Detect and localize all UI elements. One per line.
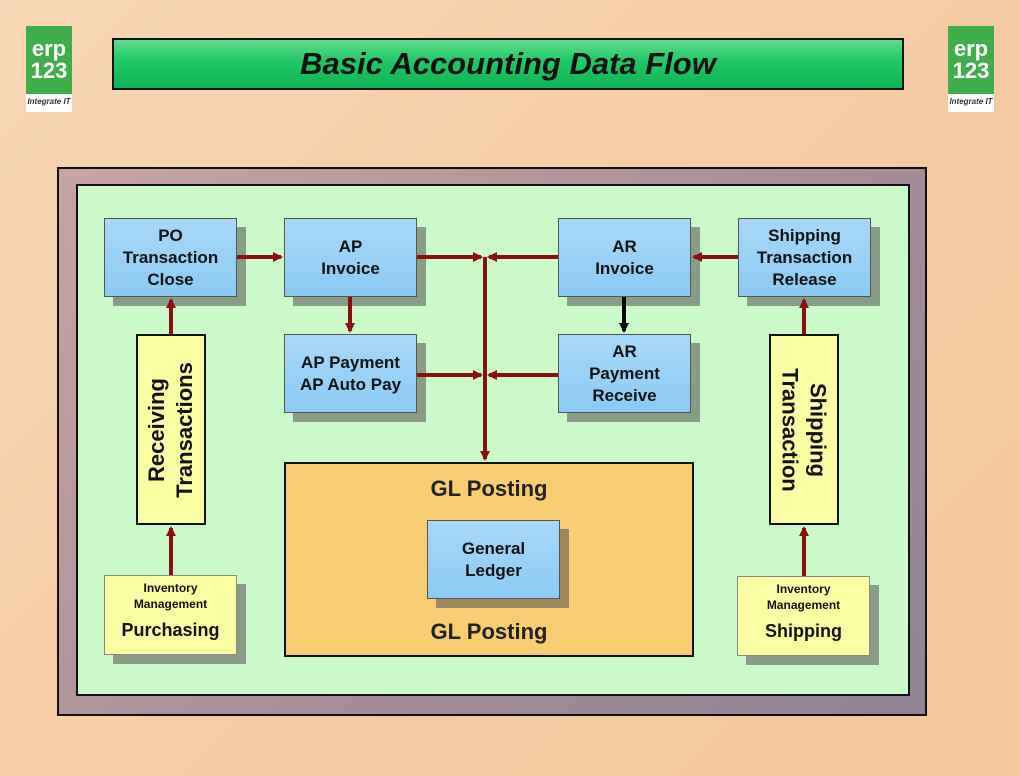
title-banner: Basic Accounting Data Flow xyxy=(112,38,904,90)
page-title: Basic Accounting Data Flow xyxy=(300,46,716,81)
gl-posting-footer: GL Posting xyxy=(430,619,548,644)
erp123-logo-right: erp 123 Integrate IT xyxy=(948,26,994,112)
gl-posting-title: GL Posting xyxy=(430,476,548,501)
erp123-logo-left: erp 123 Integrate IT xyxy=(26,26,72,112)
